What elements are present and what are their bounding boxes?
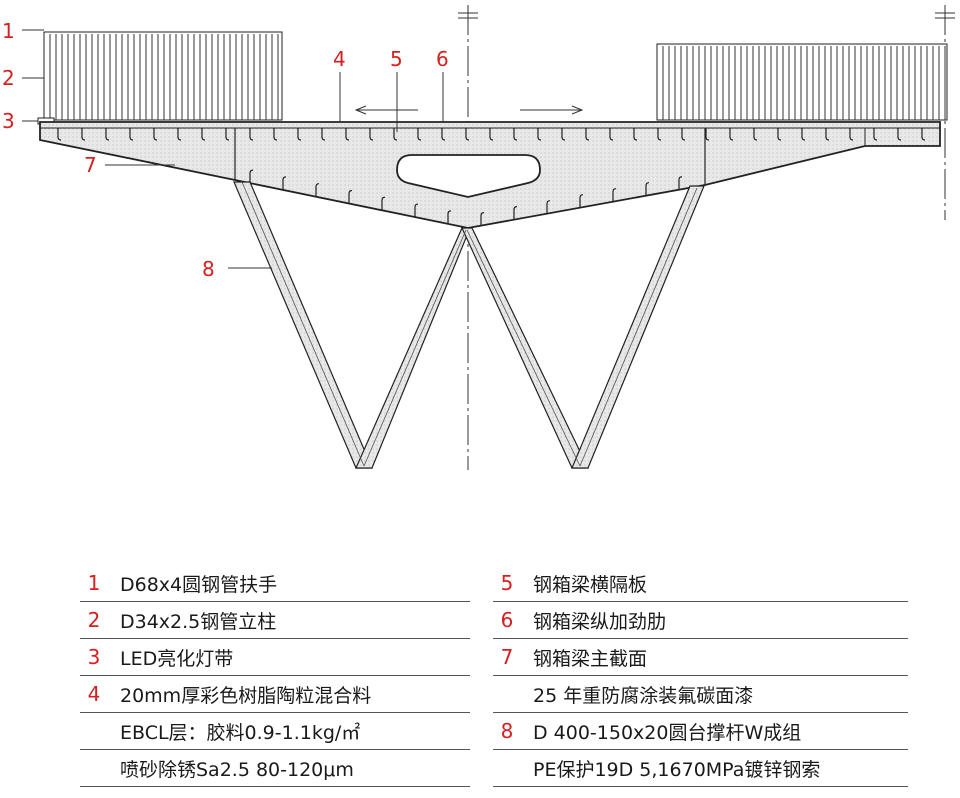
direction-arrows xyxy=(354,105,584,115)
legend-row: PE保护19D 5,1670MPa镀锌钢索 xyxy=(493,750,908,787)
legend-text: 25 年重防腐涂装氟碳面漆 xyxy=(533,684,754,707)
legend-row: 5 钢箱梁横隔板 xyxy=(493,565,908,602)
longitudinal-stiffeners xyxy=(57,128,926,226)
legend-number: 6 xyxy=(500,608,514,632)
legend-left: 1 D68x4圆钢管扶手 2 D34x2.5钢管立柱 3 LED亮化灯带 4 20mm厚… xyxy=(80,565,470,787)
legend-number: 8 xyxy=(500,719,514,743)
callout-2: 2 xyxy=(2,66,15,90)
legend-number: 7 xyxy=(500,645,514,669)
legend-text: 喷砂除锈Sa2.5 80-120μm xyxy=(120,758,354,781)
callout-6: 6 xyxy=(436,47,449,71)
legend-number: 1 xyxy=(87,571,101,595)
legend-row: 2 D34x2.5钢管立柱 xyxy=(80,602,470,639)
legend-row: 7 钢箱梁主截面 xyxy=(493,639,908,676)
legend-text: D 400-150x20圆台撑杆W成组 xyxy=(533,721,802,744)
legend-row: 25 年重防腐涂装氟碳面漆 xyxy=(493,676,908,713)
legend-text: EBCL层：胶料0.9-1.1kg/㎡ xyxy=(120,721,361,744)
legend-text: 钢箱梁纵加劲肋 xyxy=(533,610,667,633)
legend-number: 2 xyxy=(87,608,101,632)
legend-text: 钢箱梁横隔板 xyxy=(533,573,648,596)
legend-text: D34x2.5钢管立柱 xyxy=(120,610,277,633)
right-railing xyxy=(656,43,948,121)
legend-number: 3 xyxy=(87,645,101,669)
legend-row: 6 钢箱梁纵加劲肋 xyxy=(493,602,908,639)
legend-text: PE保护19D 5,1670MPa镀锌钢索 xyxy=(533,758,821,781)
legend-text: 钢箱梁主截面 xyxy=(533,647,648,670)
legend-right: 5 钢箱梁横隔板 6 钢箱梁纵加劲肋 7 钢箱梁主截面 25 年重防腐涂装氟碳面漆 8… xyxy=(493,565,908,787)
callout-7: 7 xyxy=(84,153,97,177)
legend-row: 4 20mm厚彩色树脂陶粒混合料 xyxy=(80,676,470,713)
left-railing xyxy=(37,31,283,125)
callout-5: 5 xyxy=(390,47,403,71)
callout-3: 3 xyxy=(2,109,15,133)
legend-row: 喷砂除锈Sa2.5 80-120μm xyxy=(80,750,470,787)
bridge-section-drawing: 1 2 3 4 5 6 7 8 xyxy=(2,5,955,470)
callout-4: 4 xyxy=(333,47,346,71)
central-opening xyxy=(396,154,541,198)
legend-row: 8 D 400-150x20圆台撑杆W成组 xyxy=(493,713,908,750)
legend-text: D68x4圆钢管扶手 xyxy=(120,573,278,596)
leader-lines xyxy=(22,29,444,269)
legend-row: 3 LED亮化灯带 xyxy=(80,639,470,676)
legend-number: 5 xyxy=(500,571,514,595)
callout-8: 8 xyxy=(202,257,215,281)
legend-row: EBCL层：胶料0.9-1.1kg/㎡ xyxy=(80,713,470,750)
legend-row: 1 D68x4圆钢管扶手 xyxy=(80,565,470,602)
legend-text: LED亮化灯带 xyxy=(120,647,234,670)
legend-text: 20mm厚彩色树脂陶粒混合料 xyxy=(120,684,372,707)
callout-1: 1 xyxy=(2,19,15,43)
legend-number: 4 xyxy=(87,682,101,706)
